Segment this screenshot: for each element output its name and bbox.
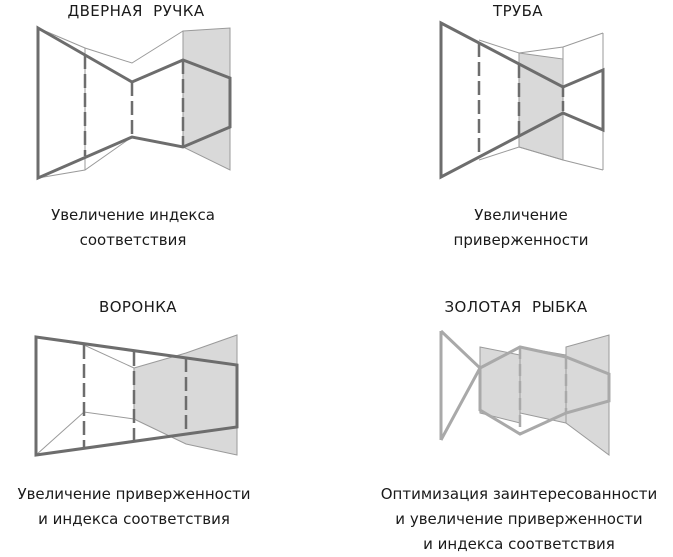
pipe-thin-top <box>478 32 604 54</box>
caption-door-handle: Увеличение индекса соответствия <box>51 206 215 249</box>
goldfish-tail <box>439 329 482 441</box>
goldfish-body <box>478 345 611 436</box>
panel-title-pipe: ТРУБА <box>493 2 543 20</box>
door-handle-profile <box>36 25 232 181</box>
caption-funnel: Увеличение приверженности и индекса соот… <box>17 485 251 528</box>
pipe-thin-bottom <box>478 146 604 171</box>
caption-goldfish: Оптимизация заинтересованности и увеличе… <box>380 485 658 553</box>
goldfish-shaded-plane-2 <box>519 346 567 424</box>
caption-pipe: Увеличение приверженности <box>453 206 589 249</box>
panel-title-door-handle: ДВЕРНАЯ РУЧКА <box>67 2 205 20</box>
panel-title-goldfish: ЗОЛОТАЯ РЫБКА <box>444 298 588 316</box>
funnel-profile <box>34 335 239 457</box>
door-handle-thin-top <box>37 27 184 64</box>
panel-title-funnel: ВОРОНКА <box>99 298 177 316</box>
goldfish-shaded-plane-3 <box>565 334 610 456</box>
